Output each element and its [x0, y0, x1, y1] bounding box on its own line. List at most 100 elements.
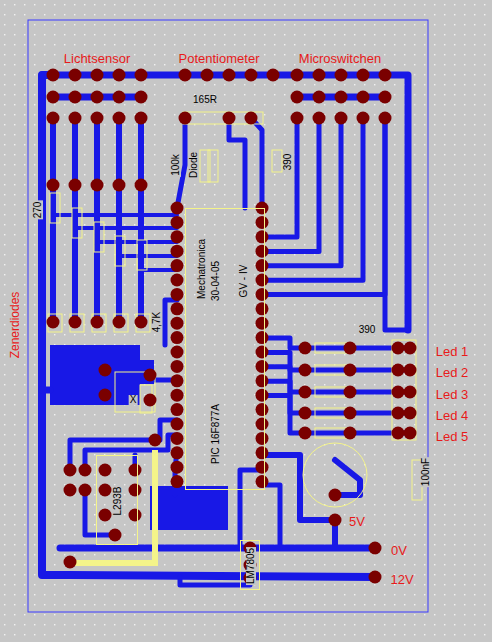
solder-pad — [135, 112, 148, 125]
microcontroller-chip: Mechatronica30-04-05GV - IVPIC 16F877A — [185, 208, 265, 490]
solder-pad — [171, 230, 184, 243]
solder-pad — [99, 484, 112, 497]
solder-pad — [171, 346, 184, 359]
copper-trace — [385, 118, 408, 330]
solder-pad — [91, 91, 104, 104]
solder-pad — [171, 288, 184, 301]
solder-pad — [256, 475, 269, 488]
solder-pad — [99, 389, 112, 402]
solder-pad — [256, 230, 269, 243]
solder-pad — [47, 179, 60, 192]
solder-pad — [256, 418, 269, 431]
copper-trace — [94, 118, 100, 322]
solder-pad — [245, 112, 258, 125]
part-label: Diode — [189, 151, 199, 179]
solder-pad — [291, 69, 304, 82]
copper-trace — [75, 226, 177, 230]
solder-pad — [256, 274, 269, 287]
solder-pad — [64, 464, 77, 477]
solder-pad — [69, 91, 82, 104]
copper-trace — [116, 118, 122, 322]
solder-pad — [91, 316, 104, 329]
solder-pad — [69, 112, 82, 125]
solder-pad — [313, 112, 326, 125]
solder-pad — [129, 484, 142, 497]
copper-trace — [251, 118, 262, 208]
solder-pad — [369, 542, 382, 555]
solder-pad — [201, 69, 214, 82]
solder-pad — [299, 386, 312, 399]
solder-pad — [291, 91, 304, 104]
signal-label: 12V — [389, 573, 414, 586]
solder-pad — [404, 342, 417, 355]
solder-pad — [344, 386, 357, 399]
solder-pad — [171, 374, 184, 387]
copper-trace — [138, 118, 144, 322]
solder-pad — [256, 302, 269, 315]
solder-pad — [109, 529, 122, 542]
solder-pad — [357, 91, 370, 104]
solder-pad — [344, 427, 357, 440]
solder-pad — [392, 386, 405, 399]
copper-trace — [42, 75, 408, 330]
solder-pad — [256, 317, 269, 330]
solder-pad — [171, 245, 184, 258]
signal-label: Zenerdiodes — [9, 291, 21, 360]
signal-label: Led 1 — [435, 345, 470, 358]
solder-pad — [267, 69, 280, 82]
part-label: 270 — [33, 201, 43, 220]
signal-label: Led 5 — [435, 430, 470, 443]
solder-pad — [135, 91, 148, 104]
solder-pad — [91, 69, 104, 82]
copper-trace — [262, 118, 341, 266]
solder-pad — [392, 407, 405, 420]
solder-pad — [171, 403, 184, 416]
solder-pad — [329, 514, 342, 527]
solder-pad — [299, 407, 312, 420]
solder-pad — [392, 427, 405, 440]
solder-pad — [99, 509, 112, 522]
solder-pad — [256, 403, 269, 416]
solder-pad — [144, 369, 157, 382]
solder-pad — [64, 556, 77, 569]
solder-pad — [171, 446, 184, 459]
solder-pad — [256, 446, 269, 459]
solder-pad — [291, 112, 304, 125]
solder-pad — [299, 427, 312, 440]
solder-pad — [344, 407, 357, 420]
copper-trace — [262, 396, 410, 433]
solder-pad — [171, 216, 184, 229]
solder-pad — [113, 69, 126, 82]
solder-pad — [335, 112, 348, 125]
solder-pad — [256, 346, 269, 359]
chip-label: PIC 16F877A — [211, 403, 221, 465]
solder-pad — [91, 112, 104, 125]
part-label: X — [129, 395, 138, 405]
chip-label: LM7805 — [246, 547, 256, 585]
solder-pad — [369, 571, 382, 584]
solder-pad — [299, 364, 312, 377]
copper-trace — [119, 254, 177, 258]
chip-label: 30-04-05 — [211, 260, 221, 302]
copper-pours — [50, 345, 228, 530]
solder-pad — [113, 91, 126, 104]
chip-label: GV - IV — [239, 264, 249, 299]
solder-pad — [171, 418, 184, 431]
solder-pad — [223, 69, 236, 82]
solder-pad — [335, 69, 348, 82]
solder-pad — [256, 288, 269, 301]
solder-pad — [344, 364, 357, 377]
signal-label: Led 4 — [435, 409, 470, 422]
solder-pad — [256, 432, 269, 445]
driver-chip: L293B — [96, 455, 138, 545]
chip-label: L293B — [113, 486, 123, 517]
solder-pad — [144, 394, 157, 407]
solder-pad — [47, 91, 60, 104]
solder-pad — [113, 316, 126, 329]
copper-trace — [50, 118, 56, 322]
solder-pad — [47, 112, 60, 125]
copper-traces — [42, 75, 410, 585]
solder-pad — [171, 274, 184, 287]
